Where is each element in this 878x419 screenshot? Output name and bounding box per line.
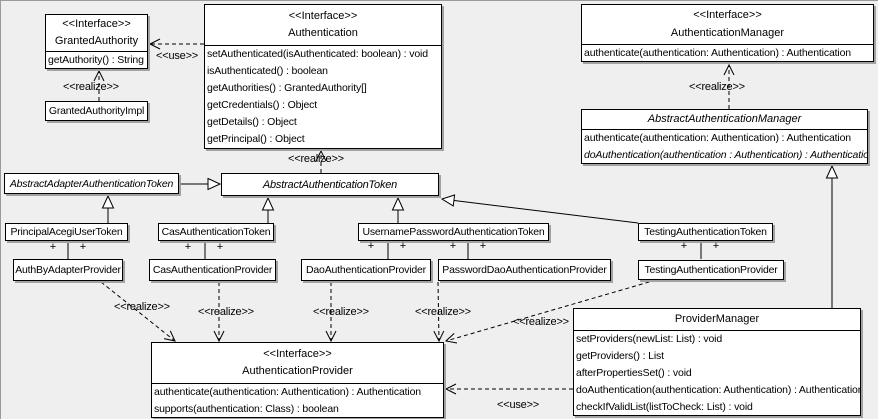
realize-auth-by-adapter-provider bbox=[100, 281, 176, 342]
class-name: AbstractAuthenticationToken bbox=[262, 178, 398, 191]
realize-label: <<realize>> bbox=[288, 153, 344, 165]
method: getAuthority() : String bbox=[48, 54, 144, 66]
realize-use-edges bbox=[93, 38, 735, 395]
class-title: <<Interface>> GrantedAuthority bbox=[46, 15, 147, 51]
realize-label: <<realize>> bbox=[198, 306, 254, 318]
class-name: Authentication bbox=[288, 27, 358, 40]
class-auth-by-adapter-provider: AuthByAdapterProvider bbox=[13, 259, 123, 281]
realize-label: <<realize>> bbox=[313, 306, 369, 318]
realize-testing-authentication-provider bbox=[444, 279, 657, 344]
association-plus: + bbox=[680, 240, 688, 252]
class-authentication-provider: <<Interface>> AuthenticationProvider aut… bbox=[151, 342, 444, 418]
class-name: AbstractAuthenticationManager bbox=[647, 113, 802, 125]
association-plus: + bbox=[79, 241, 87, 253]
class-cas-authentication-token: CasAuthenticationToken bbox=[158, 223, 274, 241]
stereotype: <<Interface>> bbox=[693, 9, 762, 22]
realize-label: <<realize>> bbox=[114, 301, 170, 313]
method: doAuthentication(authentication: Authent… bbox=[576, 384, 860, 396]
method: doAuthentication(authentication : Authen… bbox=[584, 149, 867, 161]
stereotype: <<Interface>> bbox=[263, 347, 332, 360]
association-plus: + bbox=[184, 241, 192, 253]
class-password-dao-authentication-provider: PasswordDaoAuthenticationProvider bbox=[438, 259, 611, 281]
class-name: TestingAuthenticationProvider bbox=[644, 264, 778, 276]
method: supports(authentication: Class) : boolea… bbox=[154, 403, 339, 415]
method: getProviders() : List bbox=[576, 350, 664, 362]
class-cas-authentication-provider: CasAuthenticationProvider bbox=[149, 259, 276, 281]
generalization-edges bbox=[101, 164, 839, 308]
method: afterPropertiesSet() : void bbox=[576, 367, 692, 379]
class-authentication-manager: <<Interface>> AuthenticationManager auth… bbox=[581, 4, 874, 62]
class-name: AuthenticationManager bbox=[670, 26, 785, 39]
method: authenticate(authentication: Authenticat… bbox=[154, 386, 421, 398]
class-name: AuthByAdapterProvider bbox=[15, 264, 121, 276]
association-plus: + bbox=[367, 240, 375, 252]
association-plus: + bbox=[712, 240, 720, 252]
use-label: <<use>> bbox=[156, 50, 199, 62]
method: isAuthenticated() : boolean bbox=[207, 65, 328, 77]
method-compartment: authenticate(authentication: Authenticat… bbox=[152, 383, 443, 418]
method: setAuthenticated(isAuthenticated: boolea… bbox=[207, 48, 428, 60]
class-abstract-authentication-manager: AbstractAuthenticationManager authentica… bbox=[581, 109, 868, 164]
class-name: PasswordDaoAuthenticationProvider bbox=[442, 264, 607, 276]
association-plus: + bbox=[449, 240, 457, 252]
method: getAuthorities() : GrantedAuthority[] bbox=[207, 82, 367, 94]
stereotype: <<Interface>> bbox=[288, 9, 358, 22]
class-name: PrincipalAcegiUserToken bbox=[10, 226, 123, 238]
class-granted-authority-impl: GrantedAuthorityImpl bbox=[45, 101, 148, 121]
method: getDetails() : Object bbox=[207, 116, 297, 128]
class-name: UsernamePasswordAuthenticationToken bbox=[362, 226, 545, 238]
method: getPrincipal() : Object bbox=[207, 133, 305, 145]
association-plus: + bbox=[479, 240, 487, 252]
method-compartment: authenticate(authentication: Authenticat… bbox=[582, 44, 873, 62]
realize-label: <<realize>> bbox=[63, 81, 119, 93]
stereotype: <<Interface>> bbox=[62, 18, 131, 31]
association-plus: + bbox=[216, 241, 224, 253]
use-label: <<use>> bbox=[497, 399, 540, 411]
class-testing-authentication-provider: TestingAuthenticationProvider bbox=[638, 260, 784, 280]
association-plus: + bbox=[399, 240, 407, 252]
class-title: <<Interface>> AuthenticationProvider bbox=[152, 343, 443, 383]
class-dao-authentication-provider: DaoAuthenticationProvider bbox=[301, 259, 431, 281]
method-compartment: getAuthority() : String bbox=[46, 51, 147, 69]
association-plus: + bbox=[49, 241, 57, 253]
method-compartment: authenticate(authentication: Authenticat… bbox=[582, 129, 867, 164]
realize-label: <<realize>> bbox=[415, 306, 471, 318]
class-name: GrantedAuthority bbox=[54, 34, 139, 47]
generalization-testing-token bbox=[440, 194, 639, 224]
class-name: CasAuthenticationToken bbox=[161, 226, 271, 238]
class-name: DaoAuthenticationProvider bbox=[306, 264, 426, 276]
class-testing-authentication-token: TestingAuthenticationToken bbox=[638, 223, 773, 241]
class-name: AbstractAdapterAuthenticationToken bbox=[9, 177, 174, 190]
class-title: <<Interface>> Authentication bbox=[205, 5, 441, 45]
method: getCredentials() : Object bbox=[207, 99, 318, 111]
class-username-password-authentication-token: UsernamePasswordAuthenticationToken bbox=[358, 223, 549, 241]
method-compartment: setAuthenticated(isAuthenticated: boolea… bbox=[205, 45, 441, 148]
realize-password-dao-authentication-provider bbox=[433, 281, 445, 343]
method: checkIfValidList(listToCheck: List) : vo… bbox=[576, 401, 753, 413]
method: authenticate(authentication: Authenticat… bbox=[584, 47, 851, 59]
class-name: TestingAuthenticationToken bbox=[644, 226, 767, 238]
realize-label: <<realize>> bbox=[689, 81, 745, 93]
class-name: ProviderManager bbox=[674, 313, 760, 325]
class-name: GrantedAuthorityImpl bbox=[48, 105, 145, 117]
class-name: AuthenticationProvider bbox=[242, 365, 353, 378]
realize-label: <<realize>> bbox=[513, 316, 569, 328]
association-edges bbox=[67, 241, 702, 259]
method: setProviders(newList: List) : void bbox=[576, 333, 723, 345]
class-authentication: <<Interface>> Authentication setAuthenti… bbox=[204, 4, 442, 149]
class-title: <<Interface>> AuthenticationManager bbox=[582, 5, 873, 44]
method-compartment: setProviders(newList: List) : void getPr… bbox=[574, 330, 860, 416]
class-provider-manager: ProviderManager setProviders(newList: Li… bbox=[573, 308, 861, 416]
class-principal-acegi-user-token: PrincipalAcegiUserToken bbox=[5, 223, 128, 241]
class-name: CasAuthenticationProvider bbox=[152, 264, 273, 276]
method: authenticate(authentication: Authenticat… bbox=[584, 132, 851, 144]
class-abstract-authentication-token: AbstractAuthenticationToken bbox=[221, 173, 439, 196]
class-abstract-adapter-authentication-token: AbstractAdapterAuthenticationToken bbox=[4, 173, 179, 194]
class-granted-authority: <<Interface>> GrantedAuthority getAuthor… bbox=[45, 14, 148, 69]
